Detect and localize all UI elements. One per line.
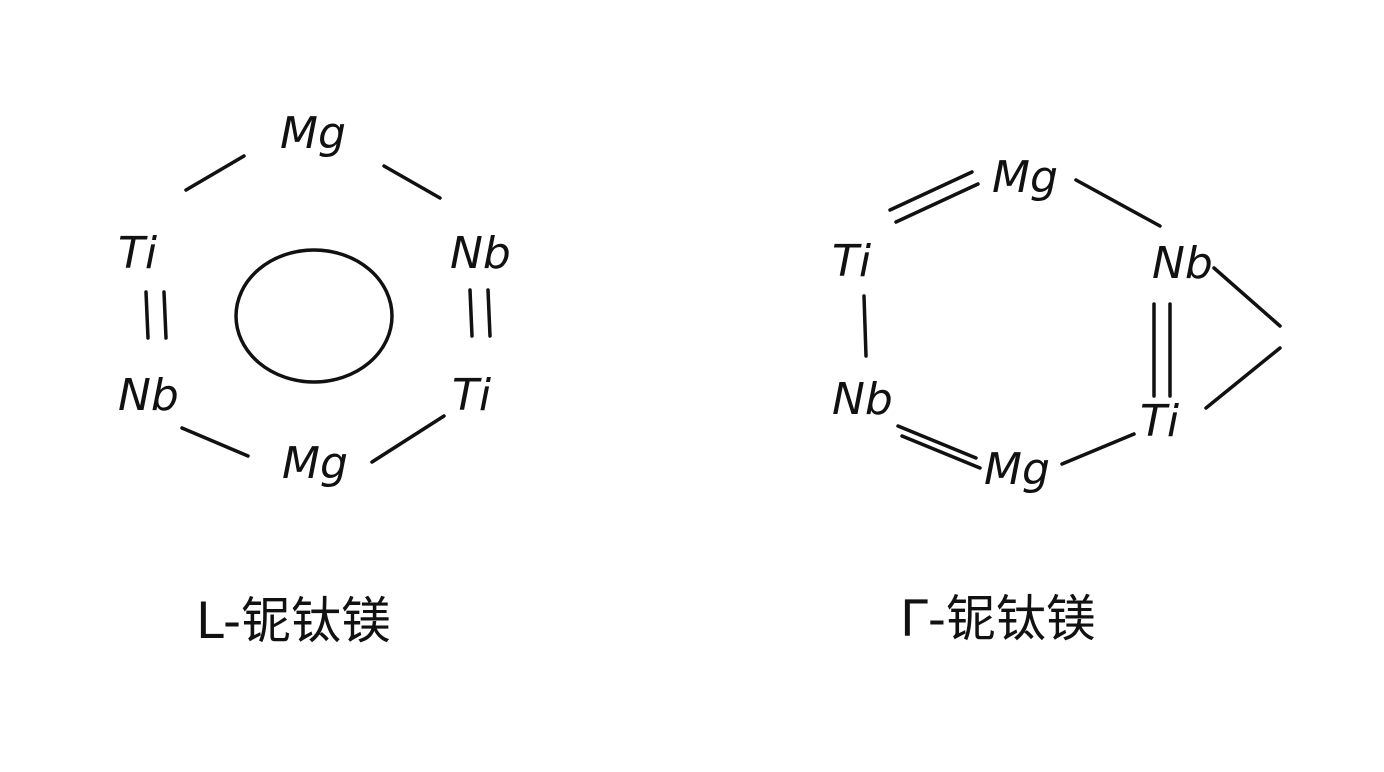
right-bond-top-right xyxy=(1074,178,1162,228)
right-caption: Γ-铌钛镁 xyxy=(900,590,1096,648)
left-atom-lower-right: Ti xyxy=(452,370,492,421)
left-bond-right-double-b xyxy=(486,288,492,338)
right-bond-bottom-right xyxy=(1060,432,1136,466)
right-atom-lower-left: Nb xyxy=(832,374,893,425)
right-atom-upper-left: Ti xyxy=(832,236,872,287)
right-bond-bridge-upper xyxy=(1212,266,1282,328)
left-bond-left-double-a xyxy=(144,290,150,340)
left-bond-top-left xyxy=(184,154,246,192)
right-atom-bottom: Mg xyxy=(984,444,1050,495)
left-atom-lower-left: Nb xyxy=(118,370,179,421)
left-bond-top-right xyxy=(382,164,442,200)
left-bond-left-double-b xyxy=(162,290,168,340)
right-atom-lower-right: Ti xyxy=(1140,396,1180,447)
right-bond-left-single xyxy=(862,294,868,358)
left-bond-right-double-a xyxy=(468,288,474,338)
right-bond-top-left-double-b xyxy=(894,182,980,224)
left-atom-top: Mg xyxy=(280,108,346,159)
right-bond-bottom-left-double-b xyxy=(900,434,982,470)
left-center-ring xyxy=(234,248,394,384)
left-atom-upper-right: Nb xyxy=(450,228,511,279)
right-bond-top-left-double-a xyxy=(888,170,974,212)
left-structure: Mg Ti Nb Nb Ti Mg L-铌钛镁 xyxy=(118,108,511,650)
left-caption: L-铌钛镁 xyxy=(196,592,391,650)
right-bond-bridge-lower xyxy=(1204,346,1282,410)
left-atom-upper-left: Ti xyxy=(118,228,158,279)
right-atom-top: Mg xyxy=(992,152,1058,203)
left-bond-bottom-right xyxy=(370,414,446,464)
left-bond-bottom-left xyxy=(180,426,250,458)
right-structure: Mg Ti Nb Nb Ti Mg Γ-铌钛镁 xyxy=(832,152,1282,648)
right-atom-upper-right: Nb xyxy=(1152,238,1213,289)
right-bond-bottom-left-double-a xyxy=(896,424,978,460)
left-atom-bottom: Mg xyxy=(282,438,348,489)
